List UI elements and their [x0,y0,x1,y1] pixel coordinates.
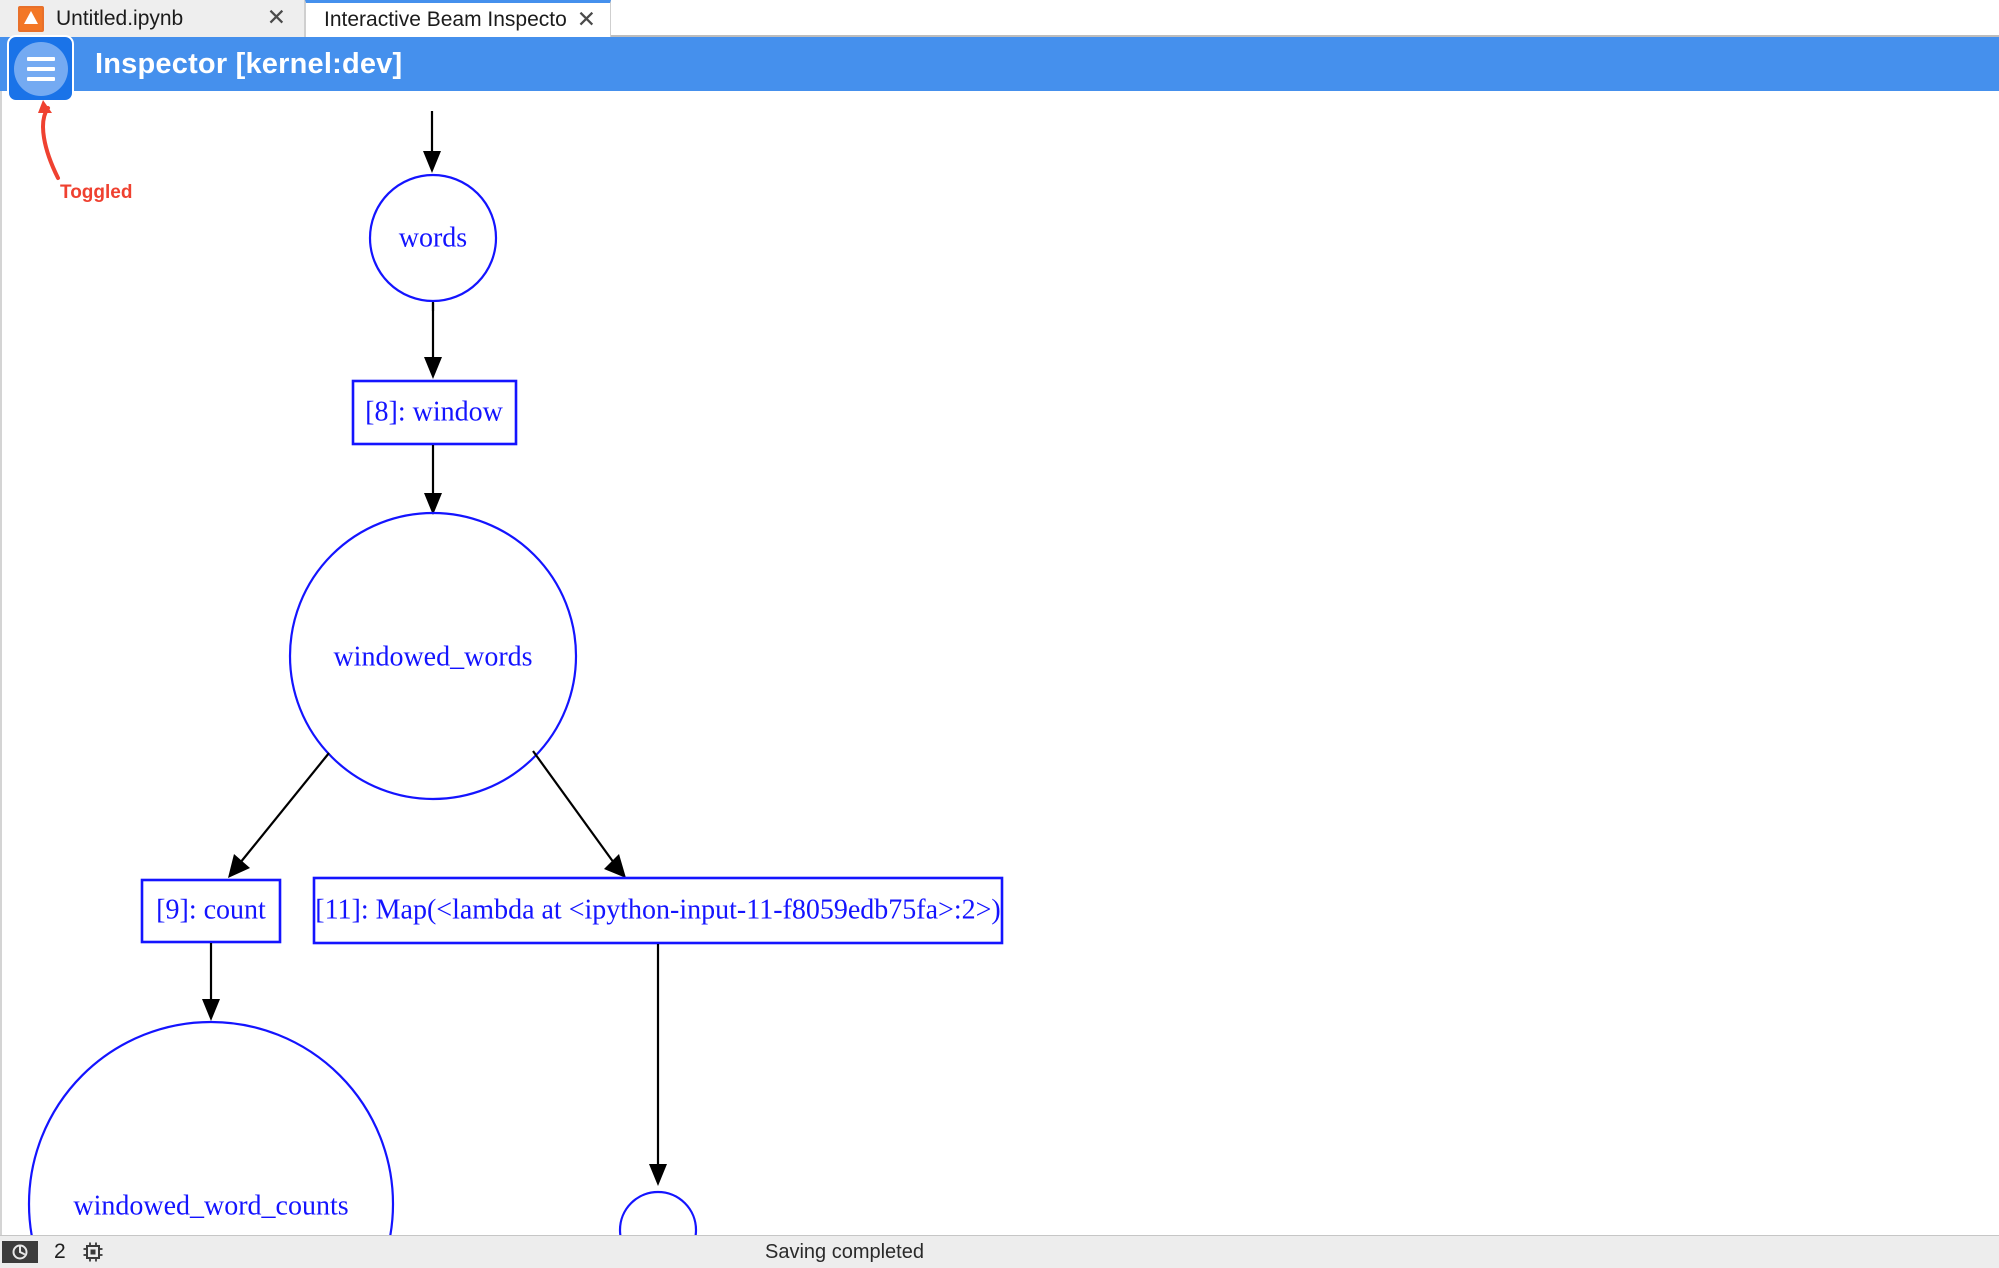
graph-node-windowed-words[interactable]: windowed_words [288,511,578,801]
graph-node-map[interactable]: [11]: Map(<lambda at <ipython-input-11-f… [312,876,1004,945]
graph-edge [228,752,330,878]
hamburger-bar [26,76,55,81]
graph-node-unnamed[interactable] [618,1190,698,1235]
graph-node-count[interactable]: [9]: count [140,878,282,944]
inspector-header: Inspector [kernel:dev] [0,37,1999,91]
tab-bar: Untitled.ipynb ✕ Interactive Beam Inspec… [0,0,1999,37]
cpu-chip-glyph [83,1242,103,1262]
tab-interactive-beam-inspector[interactable]: Interactive Beam Inspector ✕ [305,0,611,37]
graph-edge [424,302,442,379]
graph-canvas[interactable]: words [8]: window windowed_words [0,91,1999,1235]
graph-node-label: [11]: Map(<lambda at <ipython-input-11-f… [315,894,1000,925]
terminal-count[interactable]: 2 [54,1240,66,1263]
hamburger-menu-button[interactable] [7,35,74,102]
graph-node-label: [9]: count [156,894,266,925]
kernel-icon [12,1244,28,1260]
hamburger-bar [26,66,55,71]
graph-node-windowed-word-counts[interactable]: windowed_word_counts [27,1020,395,1235]
notebook-icon [18,5,44,32]
tab-label: Interactive Beam Inspector [324,8,567,31]
annotation-label: Toggled [60,182,133,203]
graph-node-label: words [399,222,467,253]
graph-node-words[interactable]: words [368,173,498,303]
hamburger-bar [26,56,55,61]
graph-edge [649,944,667,1186]
tab-label: Untitled.ipynb [56,6,184,30]
graph-node-label: [8]: window [365,396,503,427]
graph-edge [532,750,626,878]
graph-edge [423,111,441,173]
tab-untitled-notebook[interactable]: Untitled.ipynb ✕ [0,0,305,37]
kernel-status-icon[interactable] [2,1241,38,1263]
page-title: Inspector [kernel:dev] [95,47,403,80]
graph-node-label: windowed_word_counts [73,1190,348,1221]
cpu-chip-icon[interactable] [82,1241,104,1263]
graph-node-window[interactable]: [8]: window [351,379,518,446]
graph-edge [424,445,442,515]
close-icon[interactable]: ✕ [576,6,596,33]
status-message: Saving completed [765,1240,924,1263]
hamburger-icon [13,41,68,96]
status-bar: 2 Saving completed [0,1235,1999,1268]
close-icon[interactable]: ✕ [266,5,286,31]
graph-node-label: windowed_words [333,641,532,672]
pipeline-graph: words [8]: window windowed_words [27,111,1004,1235]
graph-edge [202,943,220,1021]
